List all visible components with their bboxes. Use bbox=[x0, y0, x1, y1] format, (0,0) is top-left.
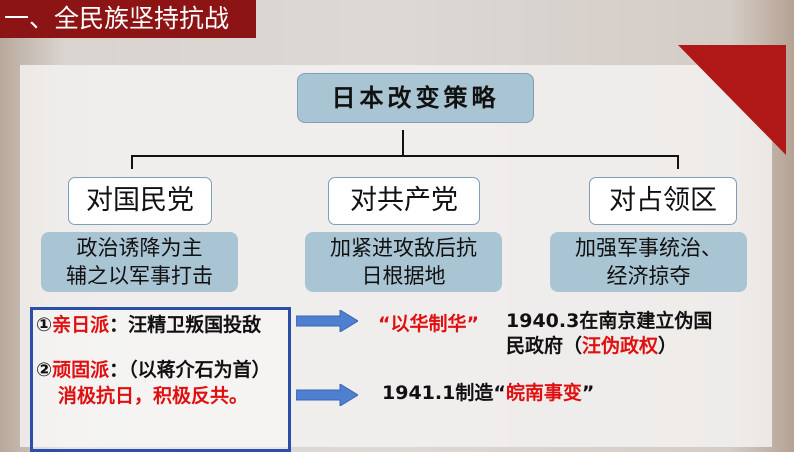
policy-line: 加紧进攻敌后抗 bbox=[330, 236, 477, 260]
corner-decoration bbox=[678, 45, 786, 155]
policy-line: 日根据地 bbox=[361, 264, 446, 288]
connector bbox=[677, 155, 679, 169]
slide-title: 一、全民族坚持抗战 bbox=[0, 0, 256, 38]
root-node: 日本改变策略 bbox=[297, 73, 534, 123]
policy-node-ccp: 加紧进攻敌后抗日根据地 bbox=[305, 232, 502, 292]
arrow-right-icon bbox=[296, 384, 358, 406]
target-node-occupied: 对占领区 bbox=[589, 177, 737, 225]
policy-node-kmt: 政治诱降为主辅之以军事打击 bbox=[41, 232, 238, 292]
result-puppet-gov: 1940.3在南京建立伪国民政府（汪伪政权） bbox=[506, 309, 712, 359]
policy-line: 辅之以军事打击 bbox=[66, 264, 213, 288]
arrow-right-icon bbox=[296, 310, 358, 332]
policy-line: 加强军事统治、 bbox=[575, 236, 722, 260]
connector bbox=[131, 155, 679, 157]
connector bbox=[402, 130, 404, 155]
policy-node-occupied: 加强军事统治、经济掠夺 bbox=[550, 232, 747, 292]
faction-diehard: ②顽固派：（以蒋介石为首） bbox=[36, 359, 271, 381]
factions-box bbox=[30, 307, 291, 452]
policy-line: 政治诱降为主 bbox=[76, 236, 203, 260]
policy-line: 经济掠夺 bbox=[606, 264, 691, 288]
connector bbox=[131, 155, 133, 169]
slogan: “以华制华” bbox=[378, 313, 479, 335]
result-line: 1940.3在南京建立伪国 bbox=[506, 310, 713, 332]
target-node-kmt: 对国民党 bbox=[68, 177, 212, 225]
target-node-ccp: 对共产党 bbox=[328, 177, 480, 225]
faction-pro-japan: ①亲日派：汪精卫叛国投敌 bbox=[36, 314, 262, 336]
result-line: 民政府（汪伪政权） bbox=[506, 335, 678, 357]
faction-diehard-desc: 消极抗日，积极反共。 bbox=[58, 385, 249, 407]
result-wannan-incident: 1941.1制造“皖南事变” bbox=[382, 382, 595, 404]
